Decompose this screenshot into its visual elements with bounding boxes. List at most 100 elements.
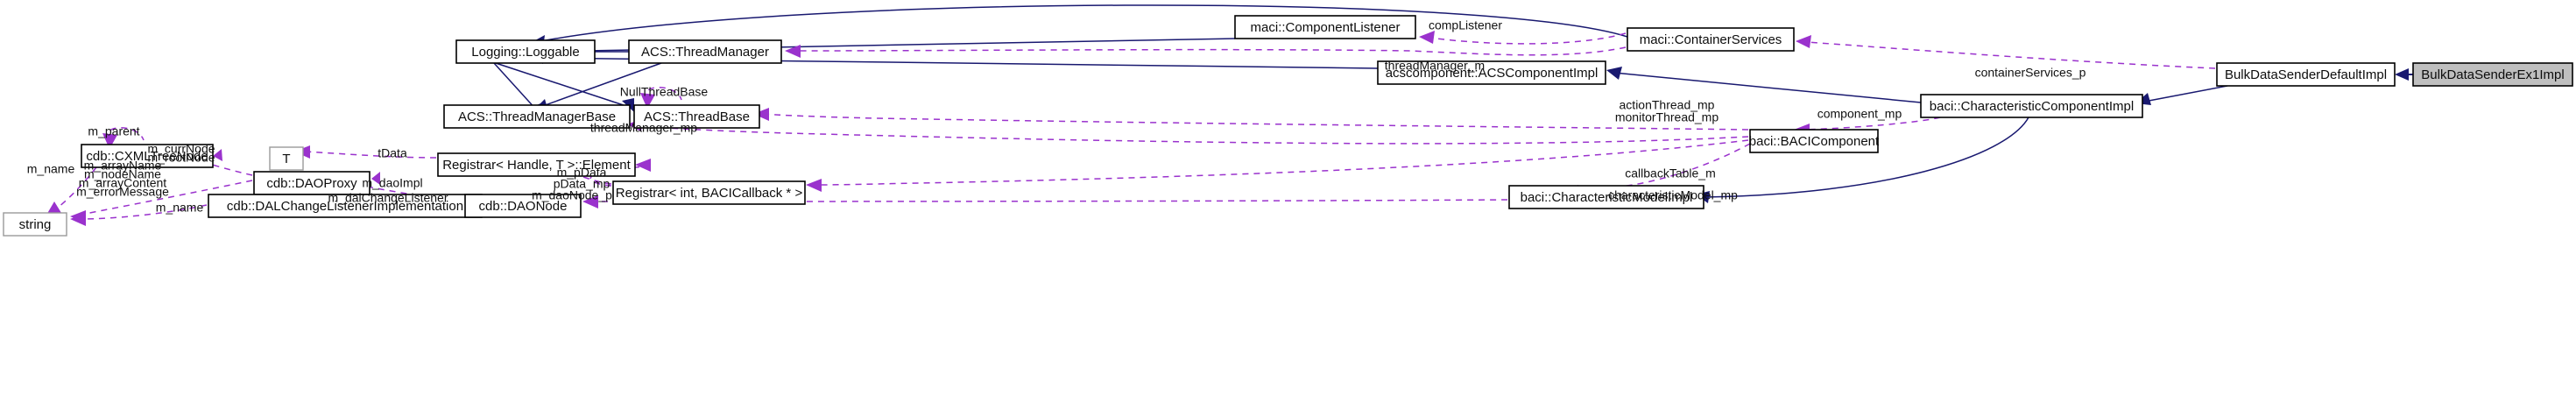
edge-label-component-mp: component_mp [1817, 107, 1902, 121]
arrowhead-usage-m-daonode-p [582, 195, 598, 209]
edge-bulkdatasenderdefault-characteristiccomponentimpl [2143, 85, 2228, 102]
node-registrar-int-bacicallback[interactable]: Registrar< int, BACICallback * > [612, 180, 806, 205]
node-acs-threadbase[interactable]: ACS::ThreadBase [633, 104, 760, 129]
node-acscomponent-acscomponentimpl[interactable]: acscomponent::ACSComponentImpl [1377, 60, 1606, 85]
arrowhead-usage-complistener [1419, 31, 1435, 44]
node-label: baci::CharacteristicComponentImpl [1930, 99, 2134, 114]
node-label: BulkDataSenderEx1Impl [2421, 67, 2564, 82]
edge-label-pdata-mp: pData_mp [554, 177, 610, 191]
node-label: cdb::DAOProxy [266, 176, 357, 191]
node-bulkdatasenderex1impl[interactable]: BulkDataSenderEx1Impl [2412, 62, 2573, 87]
node-box[interactable] [628, 39, 782, 64]
node-label: baci::BACIComponent [1749, 134, 1880, 149]
node-cdb-cxmltreenode[interactable]: cdb::CXMLTreeNode [81, 144, 214, 168]
node-label: ACS::ThreadBase [644, 110, 750, 124]
node-label: Registrar< int, BACICallback * > [616, 186, 803, 201]
node-baci-characteristicmodelimpl[interactable]: baci::CharacteristicModelImpl [1508, 185, 1704, 209]
node-acs-threadmanagerbase[interactable]: ACS::ThreadManagerBase [443, 104, 631, 129]
node-box[interactable] [1377, 60, 1606, 85]
edge-usage-m-name-dal-string [80, 204, 208, 220]
edge-label-m-pdata: m_pData [557, 166, 607, 180]
node-registrar-handle-element[interactable]: Registrar< Handle, T >::Element [437, 152, 636, 177]
edge-label-complistener: compListener [1429, 18, 1502, 32]
edge-labels-layer: compListener threadManager_m containerSe… [27, 18, 2086, 215]
edge-usage-threadmanager-m [794, 46, 1627, 56]
edge-usage-m-name-cxml-string [53, 166, 97, 211]
node-baci-characteristiccomponentimpl[interactable]: baci::CharacteristicComponentImpl [1920, 94, 2143, 118]
node-bulkdatasenderdefaultimpl[interactable]: BulkDataSenderDefaultImpl [2216, 62, 2396, 87]
edge-label-characteristicmodel-mp: characteristicModel_mp [1608, 188, 1738, 202]
edge-label-containerservices-p: containerServices_p [1975, 66, 2086, 80]
edge-usage-tdata [304, 151, 437, 159]
edge-usage-daoproxy-string [80, 180, 253, 216]
arrowhead-inherit-bdsex1 [2395, 68, 2409, 81]
node-string[interactable]: string [3, 212, 67, 237]
node-maci-containerservices[interactable]: maci::ContainerServices [1627, 27, 1795, 52]
node-label: ACS::ThreadManagerBase [458, 110, 616, 124]
node-box[interactable] [1234, 15, 1416, 39]
edge-usage-callbacktable-m [815, 139, 1749, 186]
node-label: T [282, 152, 290, 166]
arrowhead-usage-actionthread [753, 108, 769, 121]
node-box[interactable] [464, 194, 582, 218]
node-baci-bacicomponent[interactable]: baci::BACIComponent [1749, 129, 1880, 153]
edge-loggable-threadbase [495, 62, 640, 111]
arrowhead-usage-m-daoimpl [371, 172, 380, 185]
node-maci-componentlistener[interactable]: maci::ComponentListener [1234, 15, 1416, 39]
node-label: string [19, 217, 52, 232]
node-cdb-daoproxy[interactable]: cdb::DAOProxy [253, 171, 371, 195]
arrowhead-usage-nullthreadbase [640, 93, 655, 109]
node-box[interactable] [81, 144, 214, 168]
edge-usage-m-currnode [176, 152, 253, 176]
node-box[interactable] [253, 171, 371, 195]
arrowhead-usage-containerservices-p [1796, 35, 1811, 48]
node-box[interactable] [1749, 129, 1879, 153]
node-label: ACS::ThreadManager [641, 45, 769, 60]
node-label: BulkDataSenderDefaultImpl [2225, 67, 2387, 82]
node-label: maci::ComponentListener [1251, 20, 1401, 35]
node-box[interactable] [2216, 62, 2396, 87]
edge-label-nullthreadbase: NullThreadBase [620, 85, 709, 99]
node-box[interactable] [3, 212, 67, 237]
edge-label-actionthread-mp: actionThread_mp [1620, 98, 1715, 112]
edge-characteristicmodelimpl-characteristiccomponentimpl [1703, 117, 2029, 198]
node-box[interactable] [612, 180, 806, 205]
edge-label-tdata: tData [378, 146, 407, 160]
edge-usage-containerservices-p [1805, 41, 2216, 69]
edge-label-m-arrayname: m_arrayName [84, 159, 162, 173]
edge-label-monitorthread-mp: monitorThread_mp [1615, 110, 1719, 124]
edge-label-callbacktable-m: callbackTable_m [1625, 166, 1716, 180]
node-box[interactable] [1627, 27, 1795, 52]
node-label: cdb::DALChangeListenerImplementation [227, 199, 463, 214]
node-box[interactable] [437, 152, 636, 177]
arrowhead-usage-threadmanager-m [785, 45, 801, 58]
edge-threadmanager-threadmanagerbase [540, 62, 662, 108]
edge-label-m-daoimpl: m_daoImpl [362, 176, 422, 190]
node-logging-loggable[interactable]: Logging::Loggable [455, 39, 596, 64]
node-box[interactable] [633, 104, 760, 129]
node-box[interactable] [455, 39, 596, 64]
node-box[interactable] [269, 146, 304, 171]
arrowhead-usage-m-name-bottom [70, 213, 86, 226]
edge-label-threadmanager-mp: threadManager_mp [590, 121, 697, 135]
node-cdb-daonode[interactable]: cdb::DAONode [464, 194, 582, 218]
node-label: baci::CharacteristicModelImpl [1521, 190, 1693, 205]
edge-label-m-arraycontent: m_arrayContent [79, 176, 166, 190]
node-acs-threadmanager[interactable]: ACS::ThreadManager [628, 39, 782, 64]
node-label: Registrar< Handle, T >::Element [442, 158, 631, 173]
arrowhead-usage-m-currnode [213, 149, 222, 161]
edge-usage-threadmanager-mp [637, 124, 1749, 145]
node-box[interactable] [1920, 94, 2143, 118]
arrowhead-usage-callbacktable [806, 179, 822, 192]
edge-label-m-dalchangelistener: m_dalChangeListener [328, 191, 448, 205]
node-box[interactable] [1508, 185, 1704, 209]
edge-usage-component-mp [1803, 117, 1941, 131]
nodes-layer: maci::ComponentListener maci::ContainerS… [3, 15, 2573, 237]
node-box[interactable] [2412, 62, 2573, 87]
edge-usage-m-daonode-p [594, 199, 1508, 202]
edge-label-m-rootnode: m_rootNode [147, 151, 215, 165]
node-type-t[interactable]: T [269, 146, 304, 171]
node-box[interactable] [443, 104, 631, 129]
